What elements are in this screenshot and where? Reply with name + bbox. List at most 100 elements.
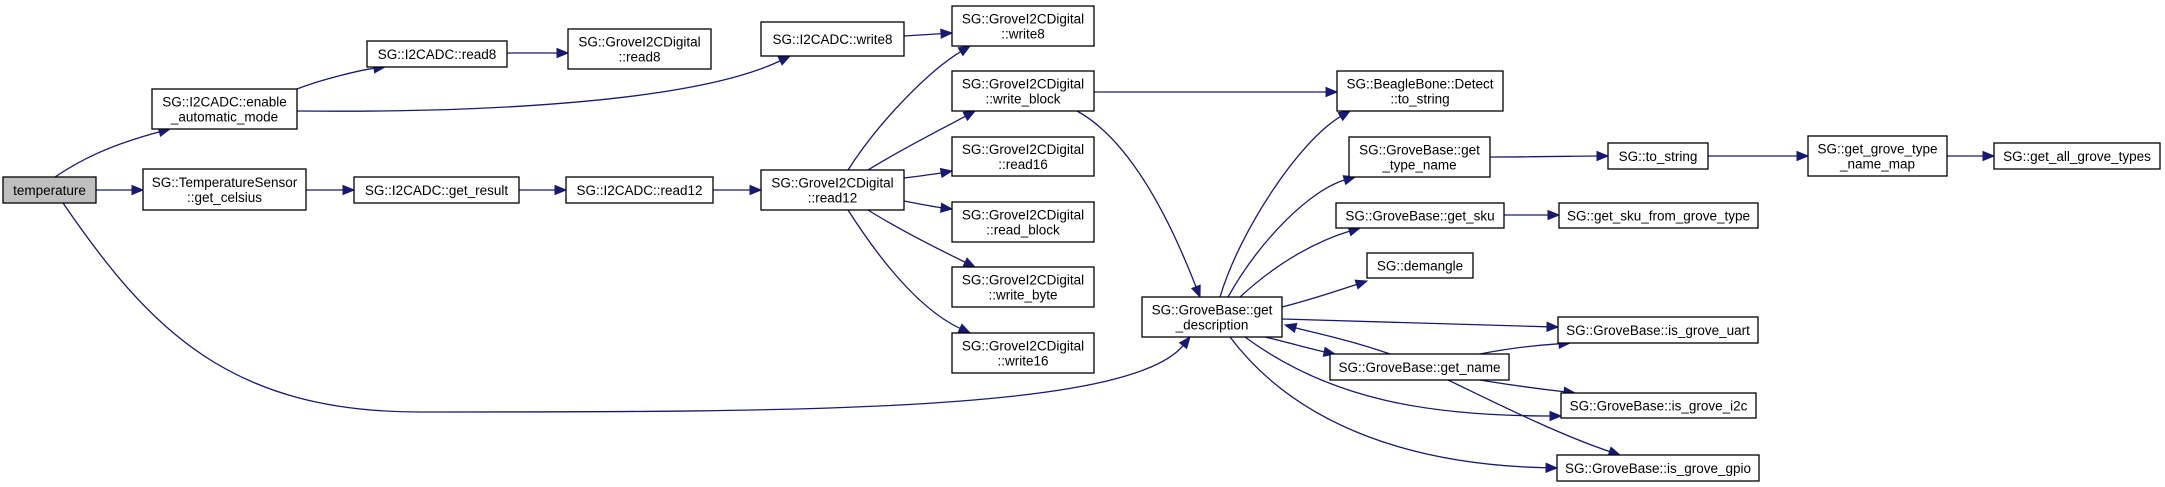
node-box (1557, 316, 1759, 344)
edge-line (1219, 115, 1342, 298)
node-label: SG::GroveI2CDigital (962, 273, 1084, 288)
node-adc-write8[interactable]: SG::I2CADC::write8 (760, 21, 905, 57)
node-get-description[interactable]: SG::GroveBase::get_description (1141, 296, 1283, 338)
edge-line (1227, 179, 1346, 298)
node-label: ::get_celsius (187, 190, 262, 205)
node-box (951, 201, 1095, 243)
node-adc-read12[interactable]: SG::I2CADC::read12 (565, 176, 714, 204)
node-gi2c-write-byte[interactable]: SG::GroveI2CDigital::write_byte (951, 266, 1095, 308)
node-box (1993, 142, 2161, 170)
node-box (951, 136, 1095, 177)
edge-temperature-to-get_celsius (95, 184, 145, 196)
node-is-uart[interactable]: SG::GroveBase::is_grove_uart (1557, 316, 1759, 344)
edge-temperature-to-get_description (62, 202, 1191, 413)
edges-layer (54, 28, 1996, 473)
node-label: SG::I2CADC::get_result (365, 183, 509, 198)
node-label: SG::GroveBase::get_name (1338, 360, 1500, 375)
node-gi2c-write8[interactable]: SG::GroveI2CDigital::write8 (951, 5, 1095, 47)
node-box (1366, 252, 1474, 279)
node-label: _name_map (1839, 157, 1915, 172)
node-adc-read8[interactable]: SG::I2CADC::read8 (366, 40, 508, 68)
node-label: ::read_block (986, 223, 1060, 238)
edge-get_description-to-is_gpio (1229, 336, 1559, 473)
node-label: SG::GroveI2CDigital (962, 339, 1084, 354)
edge-get_description-to-is_i2c (1244, 336, 1563, 422)
node-label: SG::GroveI2CDigital (962, 12, 1084, 27)
node-label: SG::GroveI2CDigital (578, 35, 700, 50)
arrowhead-icon (962, 110, 977, 122)
node-label: SG::GroveBase::get_sku (1345, 209, 1494, 224)
node-all-grove-types[interactable]: SG::get_all_grove_types (1993, 142, 2161, 170)
node-box (1348, 136, 1491, 178)
edge-line (1264, 336, 1326, 353)
edge-line (1229, 336, 1548, 469)
node-box (760, 21, 905, 57)
edge-type_name_map-to-all_grove_types (1946, 150, 1996, 162)
node-get-name[interactable]: SG::GroveBase::get_name (1329, 353, 1510, 381)
node-box (151, 88, 298, 130)
node-temperature[interactable]: temperature (2, 176, 97, 204)
node-enable-auto[interactable]: SG::I2CADC::enable_automatic_mode (151, 88, 298, 130)
node-gi2c-write16[interactable]: SG::GroveI2CDigital::write16 (951, 332, 1095, 374)
edge-get_celsius-to-get_result (305, 184, 356, 196)
node-label: SG::I2CADC::read12 (576, 183, 702, 198)
node-label: _automatic_mode (170, 110, 278, 125)
edge-gi2c_read12-to-gi2c_read16 (903, 167, 954, 179)
node-gi2c-write-block[interactable]: SG::GroveI2CDigital::write_block (951, 70, 1095, 112)
edge-line (1447, 379, 1611, 453)
node-type-name-map[interactable]: SG::get_grove_type_name_map (1807, 135, 1948, 177)
edge-line (296, 67, 376, 90)
node-box (760, 169, 905, 211)
edge-line (1281, 318, 1549, 328)
node-is-gpio[interactable]: SG::GroveBase::is_grove_gpio (1556, 454, 1760, 482)
edge-line (903, 200, 943, 209)
node-label: SG::GroveBase::get (1359, 143, 1480, 158)
edge-line (1281, 283, 1358, 308)
arrowhead-icon (1545, 462, 1559, 473)
node-box (366, 40, 508, 68)
node-to-string[interactable]: SG::to_string (1607, 142, 1709, 170)
edge-line (1479, 343, 1561, 355)
edge-line (1239, 230, 1351, 298)
edge-line (1244, 336, 1552, 417)
node-get-result[interactable]: SG::I2CADC::get_result (353, 176, 520, 204)
node-box (1335, 202, 1505, 229)
edge-line (1489, 155, 1599, 158)
nodes-layer: temperature SG::I2CADC::enable_automatic_… (2, 5, 2161, 482)
node-box (951, 332, 1095, 374)
node-get-celsius[interactable]: SG::TemperatureSensor::get_celsius (142, 168, 307, 211)
edge-gi2c_read12-to-gi2c_write16 (847, 209, 972, 334)
arrowhead-icon (957, 323, 972, 334)
arrowhead-icon (554, 184, 568, 196)
node-gi2c-read12[interactable]: SG::GroveI2CDigital::read12 (760, 169, 905, 211)
node-box (142, 168, 307, 211)
arrowhead-icon (939, 167, 954, 179)
node-label: SG::GroveBase::is_grove_uart (1566, 323, 1750, 338)
node-demangle[interactable]: SG::demangle (1366, 252, 1474, 279)
node-label: ::read16 (998, 157, 1048, 172)
node-is-i2c[interactable]: SG::GroveBase::is_grove_i2c (1560, 392, 1757, 419)
edge-line (1294, 326, 1391, 355)
node-get-type-name[interactable]: SG::GroveBase::get_type_name (1348, 136, 1491, 178)
node-label: SG::get_all_grove_types (2003, 149, 2151, 164)
node-box (2, 176, 97, 204)
node-box (1329, 353, 1510, 381)
edge-adc_read12-to-gi2c_read12 (712, 184, 763, 196)
arrowhead-icon (749, 184, 763, 196)
arrowhead-icon (1596, 150, 1610, 162)
edge-gi2c_write_block-to-get_description (1076, 110, 1201, 299)
node-box (1560, 392, 1757, 419)
node-box (951, 5, 1095, 47)
node-bb-to-string[interactable]: SG::BeagleBone::Detect::to_string (1336, 70, 1504, 112)
edge-gi2c_read12-to-gi2c_write8 (847, 45, 972, 171)
node-gi2c-read8[interactable]: SG::GroveI2CDigital::read8 (567, 28, 712, 70)
edge-line (903, 172, 943, 179)
node-get-sku[interactable]: SG::GroveBase::get_sku (1335, 202, 1505, 229)
edge-to_string-to-type_name_map (1707, 150, 1810, 162)
node-gi2c-read16[interactable]: SG::GroveI2CDigital::read16 (951, 136, 1095, 177)
node-gi2c-read-block[interactable]: SG::GroveI2CDigital::read_block (951, 201, 1095, 243)
node-box (1607, 142, 1709, 170)
node-sku-from-type[interactable]: SG::get_sku_from_grove_type (1558, 202, 1759, 229)
arrowhead-icon (957, 45, 972, 57)
edge-get_description-to-get_type_name (1227, 175, 1357, 298)
